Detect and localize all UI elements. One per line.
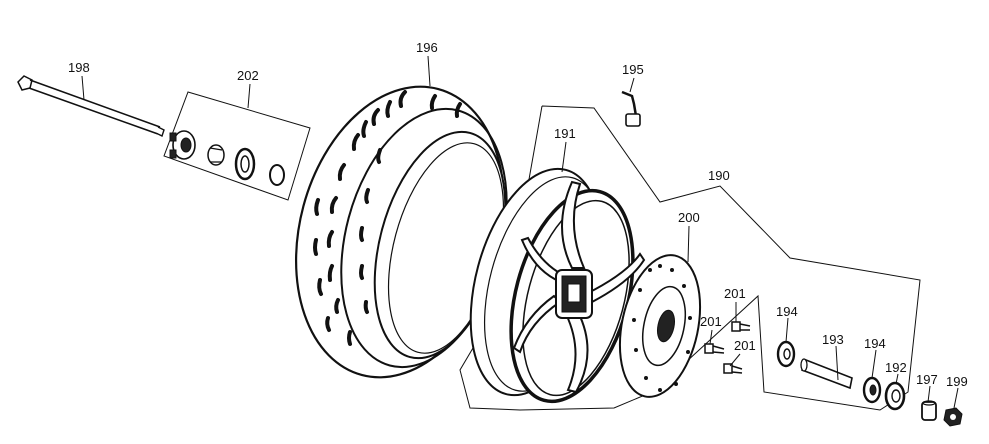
part-labels: 198 202 196 195 191 190 200 201 201 201 … (68, 40, 968, 389)
label-192: 192 (885, 360, 907, 375)
axle-spacer (800, 358, 853, 390)
leader-lines (81, 55, 959, 409)
disc-bolts (704, 321, 751, 374)
bearing-left (776, 340, 796, 368)
label-201-bottom: 201 (734, 338, 756, 353)
label-201-top: 201 (724, 286, 746, 301)
label-197: 197 (916, 372, 938, 387)
oil-seal (884, 381, 906, 411)
axle-nut (943, 407, 963, 427)
label-198: 198 (68, 60, 90, 75)
label-194-right: 194 (864, 336, 886, 351)
label-195: 195 (622, 62, 644, 77)
bearing-right (862, 376, 882, 404)
wheel-rim (469, 167, 646, 404)
label-191: 191 (554, 126, 576, 141)
label-200: 200 (678, 210, 700, 225)
label-202: 202 (237, 68, 259, 83)
label-193: 193 (822, 332, 844, 347)
label-190: 190 (708, 168, 730, 183)
tire-valve (621, 90, 641, 127)
axle-shaft (17, 75, 165, 137)
collar (921, 400, 937, 421)
label-201-mid: 201 (700, 314, 722, 329)
hub-parts-group (163, 91, 311, 201)
label-196: 196 (416, 40, 438, 55)
label-199: 199 (946, 374, 968, 389)
brake-disc (618, 254, 702, 398)
tire (294, 85, 508, 379)
label-194-left: 194 (776, 304, 798, 319)
